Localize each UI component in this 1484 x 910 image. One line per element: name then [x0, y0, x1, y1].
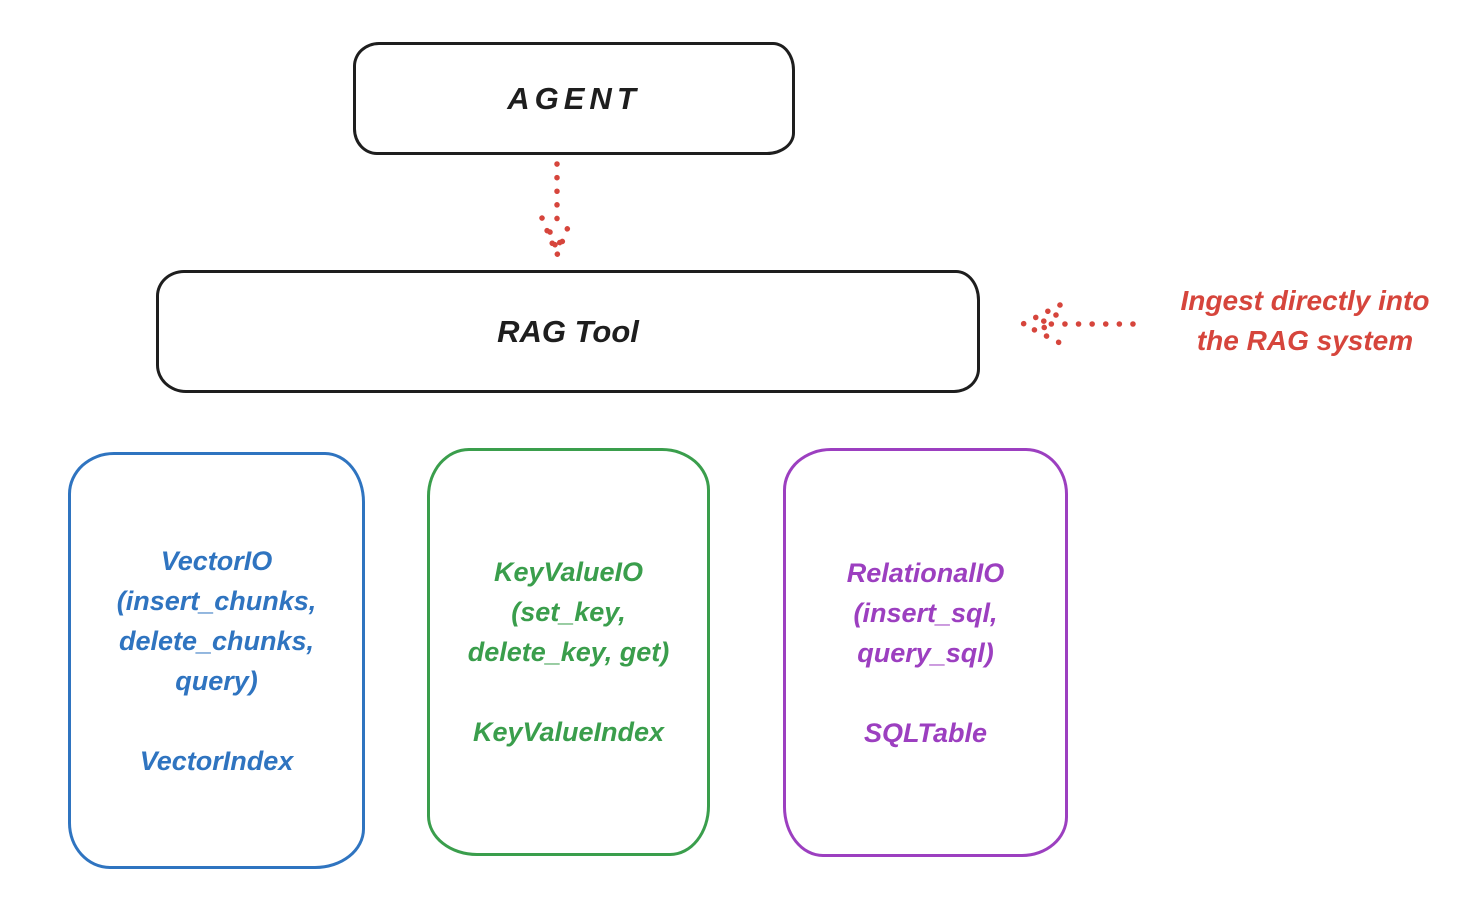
relational-io-box: RelationalIO (insert_sql, query_sql) SQL… — [783, 448, 1068, 857]
arrow-annotation-to-ragtool — [1016, 302, 1136, 346]
agent-label: AGENT — [507, 80, 641, 116]
arrow-agent-to-ragtool — [539, 161, 575, 262]
keyvalue-index-label: KeyValueIndex — [472, 717, 665, 747]
keyvalue-io-box: KeyValueIO (set_key, delete_key, get) Ke… — [427, 448, 710, 856]
agent-box: AGENT — [353, 42, 795, 155]
vector-io-methods: VectorIO (insert_chunks, delete_chunks, … — [116, 545, 317, 696]
vector-io-box: VectorIO (insert_chunks, delete_chunks, … — [68, 452, 365, 869]
rag-tool-box: RAG Tool — [156, 270, 980, 393]
relational-io-methods: RelationalIO (insert_sql, query_sql) — [846, 557, 1005, 668]
sql-table-label: SQLTable — [863, 717, 988, 748]
keyvalue-io-methods: KeyValueIO (set_key, delete_key, get) — [467, 557, 670, 667]
rag-tool-label: RAG Tool — [497, 313, 639, 349]
ingest-annotation: Ingest directly into the RAG system — [1180, 285, 1430, 356]
vector-index-label: VectorIndex — [139, 745, 294, 776]
